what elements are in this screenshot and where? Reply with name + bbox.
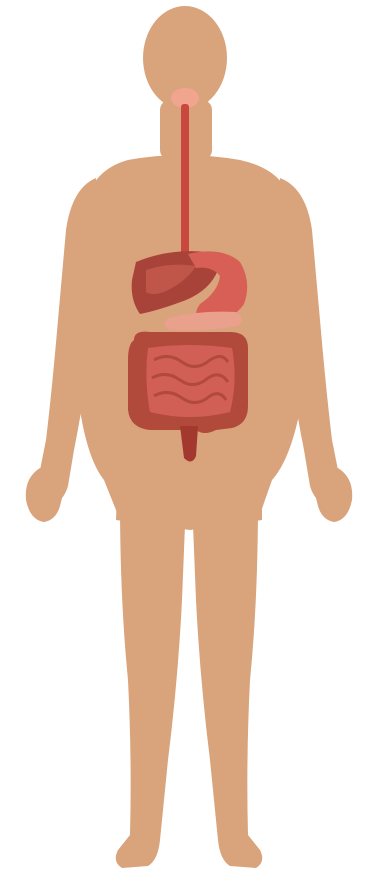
right-arm	[278, 178, 346, 506]
digestive-organs	[128, 88, 248, 462]
left-arm	[32, 178, 100, 506]
right-leg	[192, 500, 262, 868]
esophagus	[181, 104, 189, 256]
left-leg	[116, 500, 186, 868]
